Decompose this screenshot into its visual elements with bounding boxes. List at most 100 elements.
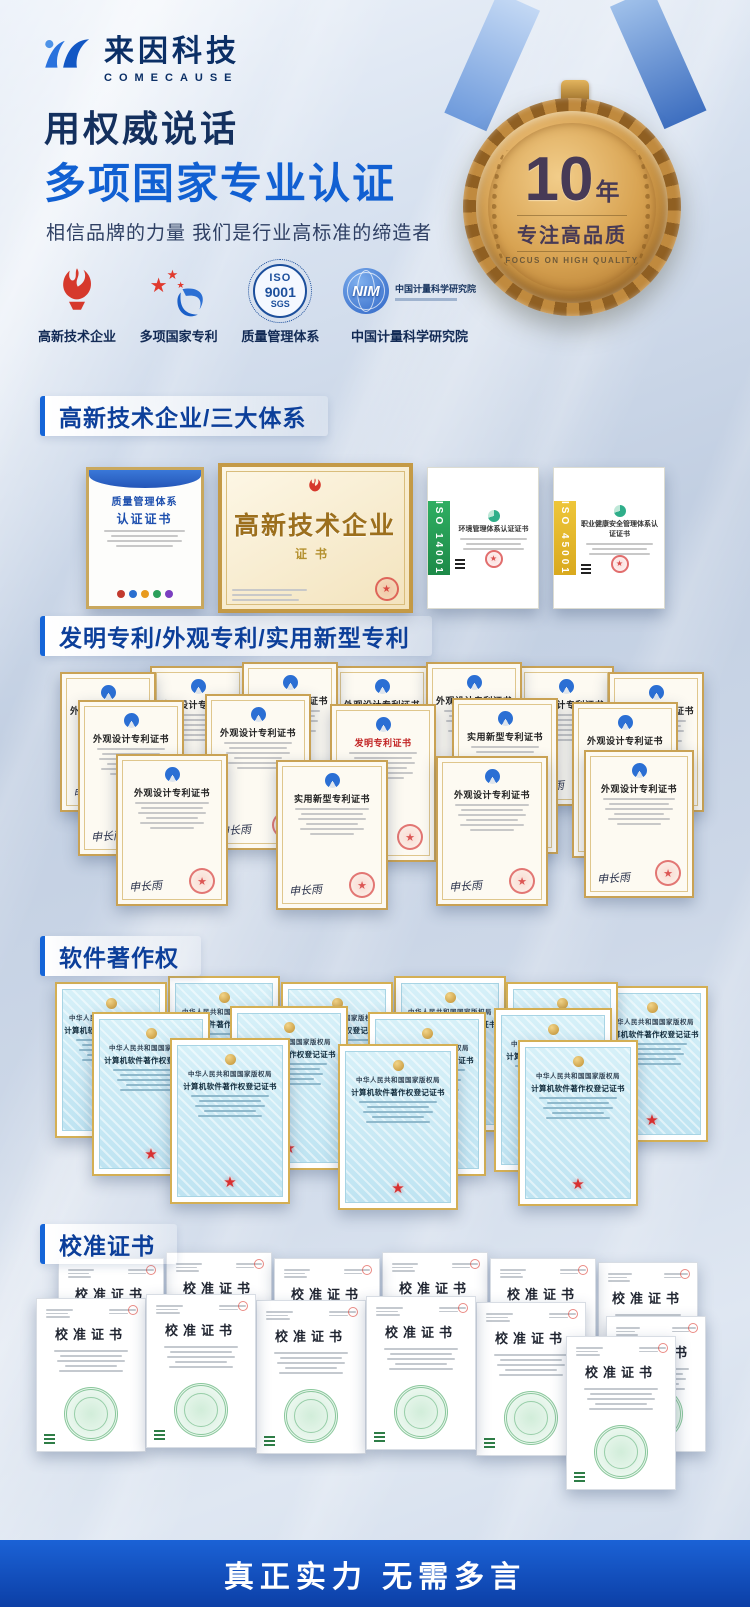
patent-office-logo-icon xyxy=(123,713,139,728)
red-mark-icon xyxy=(578,1265,588,1275)
green-seal-icon xyxy=(621,1333,675,1387)
copyright-agency: 中华人民共和国国家版权局 xyxy=(520,1015,604,1022)
badge-iso9001: ISO 9001 SGS 质量管理体系 xyxy=(241,259,319,345)
national-emblem-icon xyxy=(224,1054,236,1065)
patent-certificate: 外观设计专利证书申长雨 ★ xyxy=(608,672,704,812)
qr-code-icon xyxy=(454,558,465,569)
red-mark-icon xyxy=(146,1265,156,1275)
nim-en-placeholder xyxy=(394,297,457,301)
software-certificate-title: 计算机软件著作权登记证书 xyxy=(605,1030,699,1039)
red-mark-icon xyxy=(688,1323,698,1333)
patent-certificate-title: 外观设计专利证书 xyxy=(70,706,147,716)
patent-office-logo-icon xyxy=(250,707,266,722)
commissioner-signature: 申长雨 xyxy=(346,779,381,795)
medal-years-unit: 年 xyxy=(595,179,620,206)
red-star-seal-icon: ★ xyxy=(104,1108,118,1125)
red-mark-icon xyxy=(458,1303,468,1313)
red-seal-icon: ★ xyxy=(349,872,375,898)
patent-certificate: 外观设计专利证书申长雨★ xyxy=(242,662,338,802)
calibration-certificate-title: 校准证书 xyxy=(74,1286,147,1302)
software-copyright-certificate: 中华人民共和国国家版权局计算机软件著作权登记证书★ xyxy=(518,1040,638,1206)
software-copyright-certificate: 中华人民共和国国家版权局计算机软件著作权登记证书★ xyxy=(55,982,167,1138)
calibration-certificate: 校准证书 xyxy=(476,1302,586,1456)
footer-banner: 真正实力 无需多言 xyxy=(0,1540,750,1607)
commissioner-signature: 申长雨 xyxy=(342,835,377,851)
calibration-certificate: 校准证书 xyxy=(36,1298,146,1452)
patent-office-logo-icon xyxy=(100,685,116,700)
national-emblem-icon xyxy=(646,1002,658,1013)
commissioner-signature: 申长雨 xyxy=(438,775,473,791)
section-title-calibration: 校准证书 xyxy=(40,1224,177,1264)
patent-certificate-title: 外观设计专利证书 xyxy=(600,784,677,794)
copyright-agency: 中华人民共和国国家版权局 xyxy=(385,1045,469,1052)
laurel-left-icon xyxy=(492,150,526,266)
software-copyright-certificate: 中华人民共和国国家版权局计算机软件著作权登记证书★ xyxy=(168,976,280,1132)
red-seal-icon: ★ xyxy=(509,868,535,894)
red-seal-icon: ★ xyxy=(483,764,509,790)
red-star-seal-icon: ★ xyxy=(330,1108,344,1125)
qr-code-icon xyxy=(614,1433,625,1444)
red-seal-icon: ★ xyxy=(639,820,665,846)
red-seal-icon: ★ xyxy=(575,768,601,794)
qr-code-icon xyxy=(498,1385,509,1396)
patent-certificate-title: 外观设计专利证书 xyxy=(160,700,237,710)
badge-label: 多项国家专利 xyxy=(139,329,218,344)
medal-years-number: 10 xyxy=(524,145,594,214)
commissioner-signature: 申长雨 xyxy=(128,879,163,895)
patent-office-logo-icon xyxy=(484,769,500,784)
brand-name-cn: 来因科技 xyxy=(104,35,240,68)
system-certificates: 质量管理体系 认证证书 高新技术企业 证书 ★ xyxy=(40,452,710,624)
red-mark-icon xyxy=(680,1269,690,1279)
software-copyright-certificate: 中华人民共和国国家版权局计算机软件著作权登记证书★ xyxy=(506,982,618,1138)
patent-certificate-title: 外观设计专利证书 xyxy=(344,700,421,710)
software-certificate-title: 计算机软件著作权登记证书 xyxy=(380,1056,474,1065)
red-star-seal-icon: ★ xyxy=(420,1146,434,1163)
national-emblem-icon xyxy=(421,1028,433,1039)
national-emblem-icon xyxy=(145,1028,157,1039)
software-certificate-title: 计算机软件著作权登记证书 xyxy=(506,1052,600,1061)
red-star-seal-icon: ★ xyxy=(571,1176,585,1193)
iso-side-band: ISO 14001 xyxy=(427,500,450,576)
headline-line1: 用权威说话 xyxy=(44,108,240,149)
red-seal-icon: ★ xyxy=(189,868,215,894)
patent-certificate-title: 外观设计专利证书 xyxy=(618,706,695,716)
brand-mark-icon xyxy=(42,33,94,78)
globe-icon: NIM xyxy=(342,268,389,314)
red-star-seal-icon: ★ xyxy=(391,1180,405,1197)
patent-certificate-title: 外观设计专利证书 xyxy=(252,696,329,706)
iso45001-certificate: ISO 45001 职业健康安全管理体系认证证书 ★ xyxy=(552,467,665,609)
software-copyright-certificate: 中华人民共和国国家版权局计算机软件著作权登记证书★ xyxy=(338,1044,458,1210)
headline-subtitle: 相信品牌的力量 我们是行业高标准的缔造者 xyxy=(46,223,433,244)
software-copyright-certificate: 中华人民共和国国家版权局计算机软件著作权登记证书★ xyxy=(494,1008,612,1172)
national-emblem-icon xyxy=(556,998,568,1009)
green-seal-icon xyxy=(408,1333,462,1387)
red-mark-icon xyxy=(658,1343,668,1353)
brand-text: 来因科技 COMECAUSE xyxy=(104,26,240,84)
commissioner-signature: 申长雨 xyxy=(620,785,655,801)
quality-system-certificate: 质量管理体系 认证证书 xyxy=(85,467,204,609)
red-seal-icon: ★ xyxy=(391,768,417,794)
red-mark-icon xyxy=(348,1307,358,1317)
software-certificate-title: 计算机软件著作权登记证书 xyxy=(403,1020,497,1029)
copyright-agency: 中华人民共和国国家版权局 xyxy=(295,1015,379,1022)
patent-office-logo-icon xyxy=(497,711,513,726)
patent-office-logo-icon xyxy=(324,773,340,788)
green-seal-icon xyxy=(174,1383,228,1437)
patent-office-logo-icon xyxy=(282,675,298,690)
calibration-certificate: 校准证书 xyxy=(606,1316,706,1452)
badge-label: 中国计量科学研究院 xyxy=(350,329,468,344)
patent-certificate: 外观设计专利证书申长雨★ xyxy=(78,700,184,856)
red-seal-icon: ★ xyxy=(665,774,691,800)
red-mark-icon xyxy=(362,1265,372,1275)
patent-certificate-title: 外观设计专利证书 xyxy=(436,696,513,706)
green-seal-icon xyxy=(192,1333,246,1387)
section-title-software: 软件著作权 xyxy=(40,936,201,976)
red-seal-icon: ★ xyxy=(117,774,143,800)
red-seal-icon: ★ xyxy=(207,768,233,794)
copyright-agency: 中华人民共和国国家版权局 xyxy=(408,1009,492,1016)
commissioner-signature: 申长雨 xyxy=(596,871,631,887)
iso-side-band: ISO 45001 xyxy=(553,500,576,576)
red-star-seal-icon: ★ xyxy=(282,1140,296,1157)
patent-certificate: 实用新型专利证书申长雨★ xyxy=(452,698,558,854)
qr-code-icon xyxy=(606,1379,617,1390)
